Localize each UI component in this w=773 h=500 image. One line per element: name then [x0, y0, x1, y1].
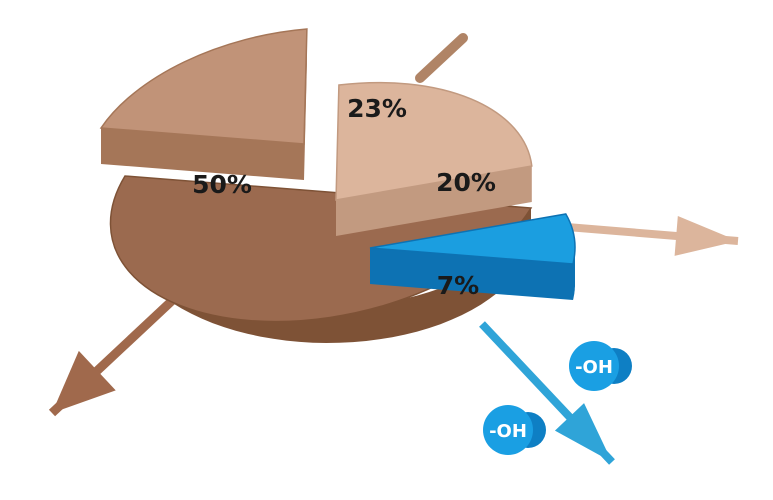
- pie-slice-top: [99, 28, 308, 145]
- arrow-blue-down-right: [479, 321, 615, 465]
- pie-slice-20: [335, 81, 533, 236]
- oh-badge: -OH: [569, 341, 632, 391]
- pie-slice-top: [369, 213, 576, 265]
- pie-slice-top: [335, 81, 533, 201]
- oh-badge-head: [483, 405, 533, 455]
- pie-slice-7: [369, 213, 576, 300]
- oh-badge-text: -OH: [575, 357, 613, 378]
- pie-slice-cut-face: [101, 128, 304, 180]
- slice-label-50: 50%: [192, 170, 252, 199]
- oh-badge-text: -OH: [489, 421, 527, 442]
- arrow-brown-down-left: [48, 278, 196, 417]
- slice-label-23: 23%: [347, 94, 407, 123]
- oh-badge-head: [569, 341, 619, 391]
- pie-slice-cut-face: [336, 166, 532, 236]
- pie-slice-cut-face: [370, 248, 573, 300]
- arrow-tan-up: [415, 33, 468, 83]
- oh-badge: -OH: [483, 405, 546, 455]
- pie-slice-23: [99, 28, 308, 180]
- slice-label-7: 7%: [437, 271, 479, 300]
- slice-label-20: 20%: [436, 168, 496, 197]
